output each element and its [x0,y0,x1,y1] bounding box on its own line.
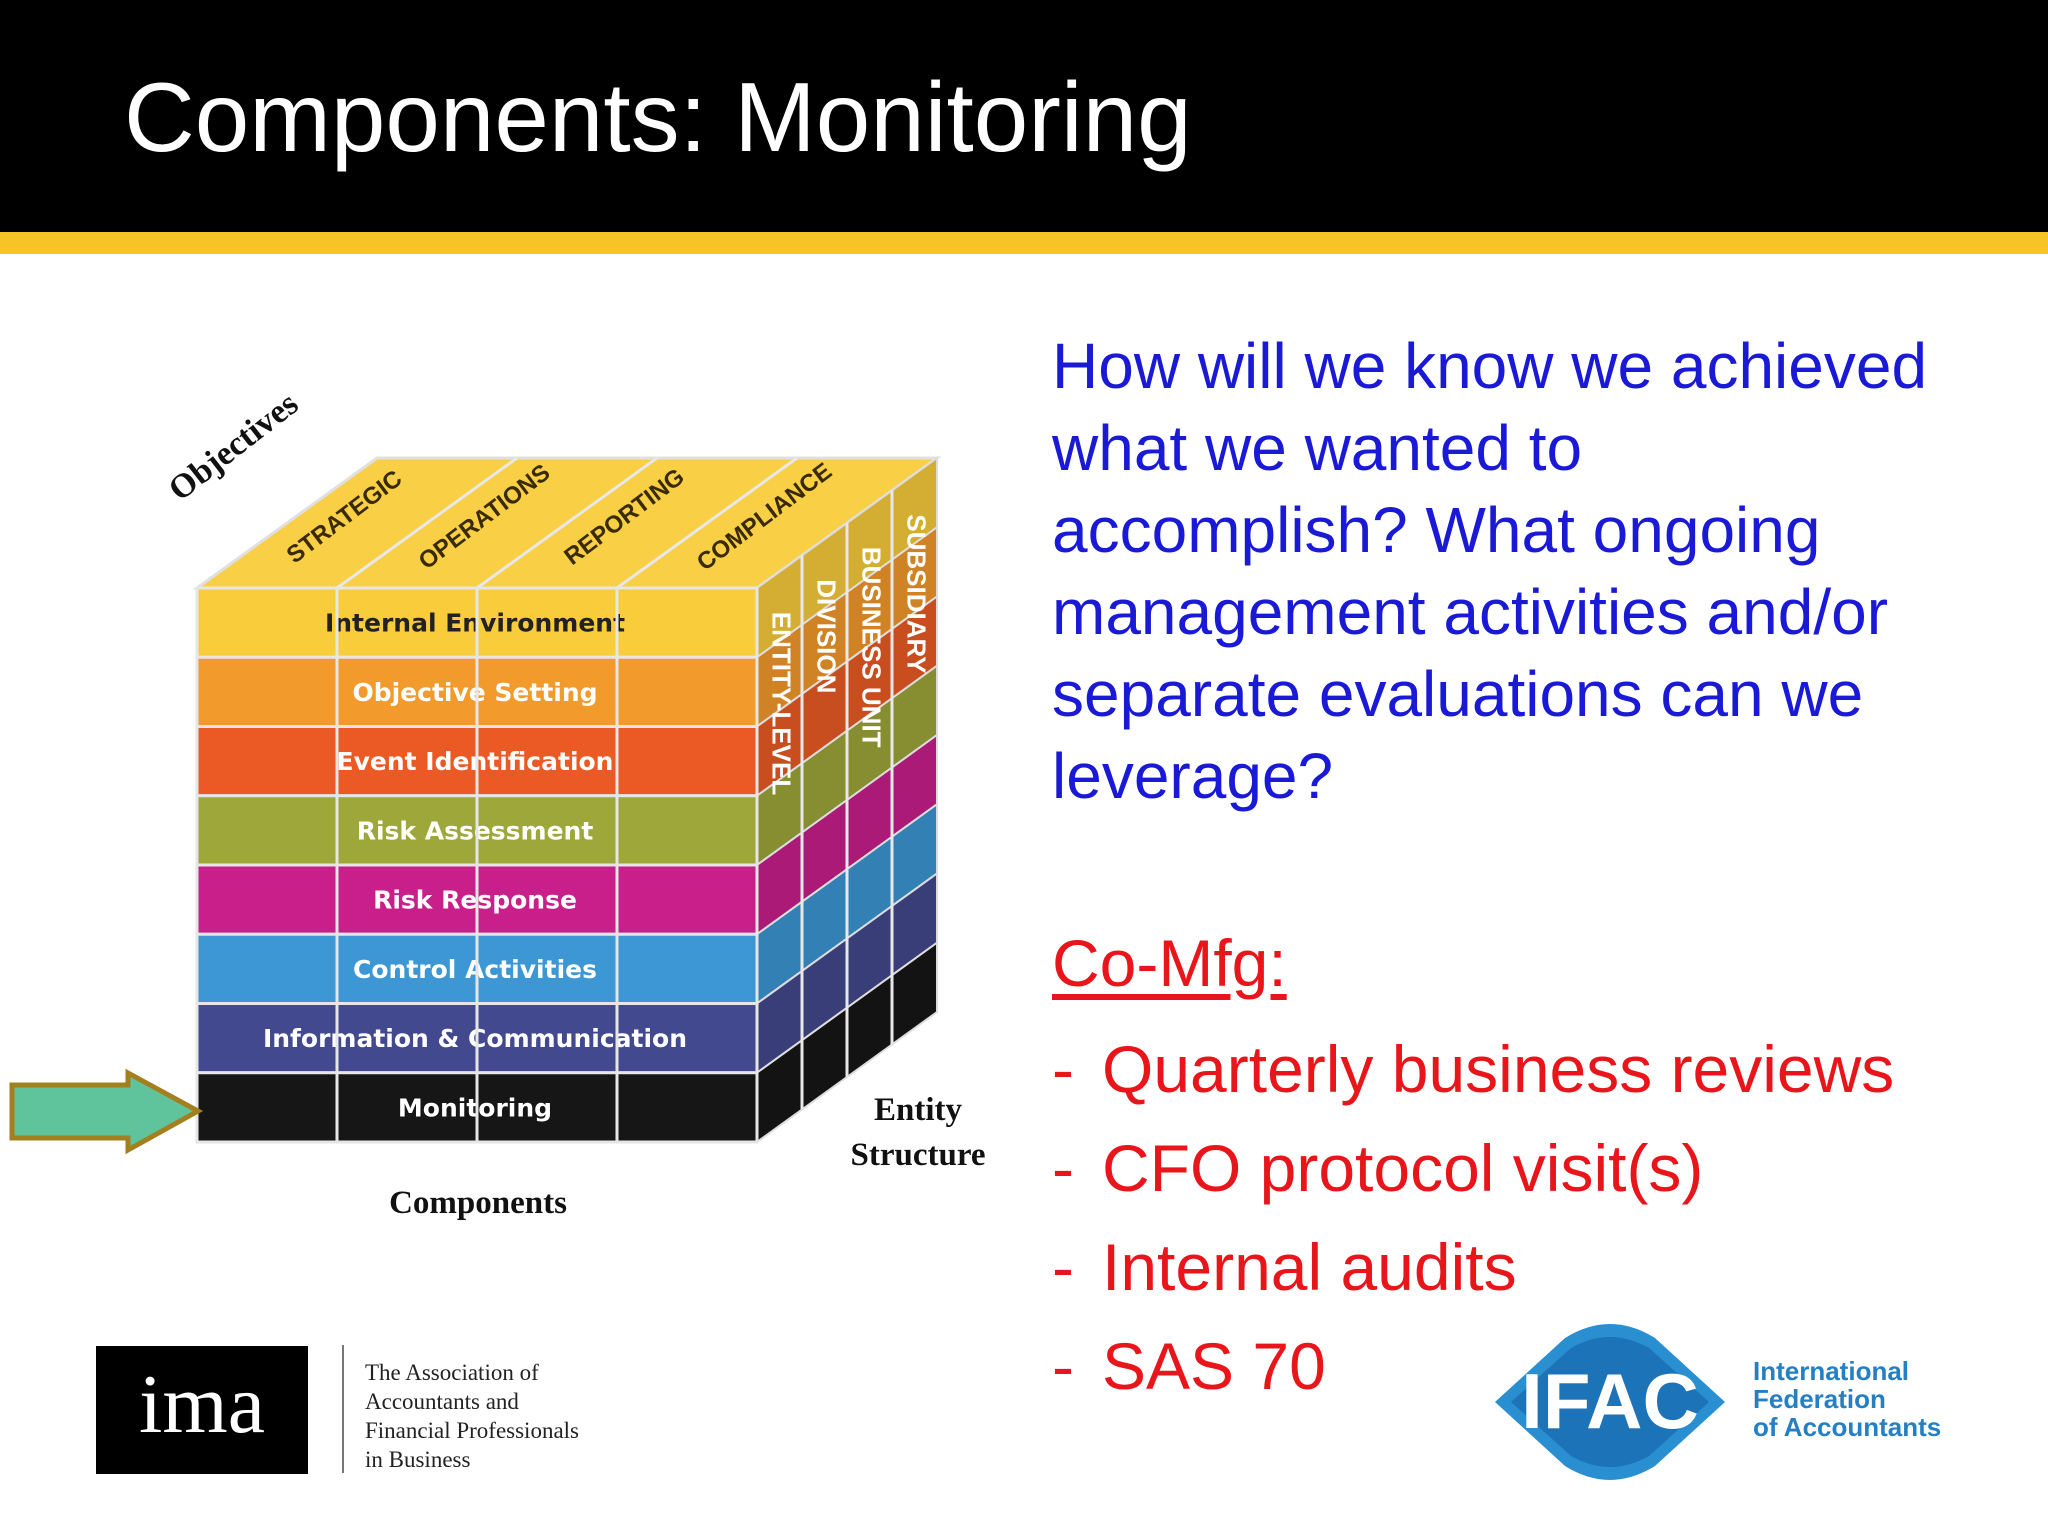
objectives-label: Objectives [162,385,305,508]
component-label: Objective Setting [352,678,597,707]
ifac-line: International [1753,1356,1910,1386]
ima-line: in Business [365,1447,471,1472]
logo-divider [342,1345,344,1473]
entity-level-label: ENTITY-LEVEL [767,612,797,796]
comfg-heading: Co-Mfg: [1052,926,1287,1000]
entity-level-label: BUSINESS UNIT [857,547,887,748]
list-item-text: CFO protocol visit(s) [1102,1131,1704,1205]
ifac-logo: IFAC [1495,1324,1725,1480]
component-label: Monitoring [398,1093,552,1122]
ima-description: The Association of Accountants and Finan… [365,1358,579,1474]
component-label: Event Identification [337,747,614,776]
ifac-description: International Federation of Accountants [1753,1357,1941,1441]
ima-logo: ima [96,1346,308,1474]
entity-caption-line2: Structure [850,1137,985,1173]
component-label: Control Activities [353,955,597,984]
ifac-mark: IFAC [1521,1357,1699,1445]
component-label: Information & Communication [263,1024,687,1053]
list-item-text: Internal audits [1102,1230,1517,1304]
pointer-arrow-icon [9,1068,204,1155]
entity-level-label: SUBSIDIARY [902,514,932,673]
question-text: How will we know we achieved what we wan… [1052,330,1928,812]
comfg-list: -Quarterly business reviews -CFO protoco… [1052,1020,1894,1416]
top-column-divider [476,456,658,590]
components-caption: Components [389,1185,567,1221]
list-item: -Internal audits [1052,1230,1517,1304]
ifac-line: of Accountants [1753,1412,1942,1442]
list-item-text: SAS 70 [1102,1329,1326,1403]
list-item: -Quarterly business reviews [1052,1032,1895,1106]
title-bar: Components: Monitoring [0,0,2048,232]
ima-line: Accountants and [365,1389,519,1414]
top-column-divider [336,456,518,590]
slide-title: Components: Monitoring [124,62,1192,172]
list-item: -CFO protocol visit(s) [1052,1131,1704,1205]
entity-level-label: DIVISION [812,579,842,693]
list-item: -SAS 70 [1052,1329,1326,1403]
component-label: Internal Environment [325,609,625,638]
entity-caption-line1: Entity [874,1092,963,1128]
ifac-diamond-inner [1511,1337,1709,1467]
ifac-line: Federation [1753,1384,1886,1414]
component-label: Risk Response [373,886,577,915]
top-column-divider [616,456,798,590]
list-item-text: Quarterly business reviews [1102,1032,1895,1106]
cube-right-face: ENTITY-LEVEL DIVISION BUSINESS UNIT SUBSIDI… [756,456,938,1144]
ima-line: Financial Professionals [365,1418,579,1443]
ima-line: The Association of [365,1360,539,1385]
component-label: Risk Assessment [357,816,594,845]
accent-bar [0,232,2048,254]
